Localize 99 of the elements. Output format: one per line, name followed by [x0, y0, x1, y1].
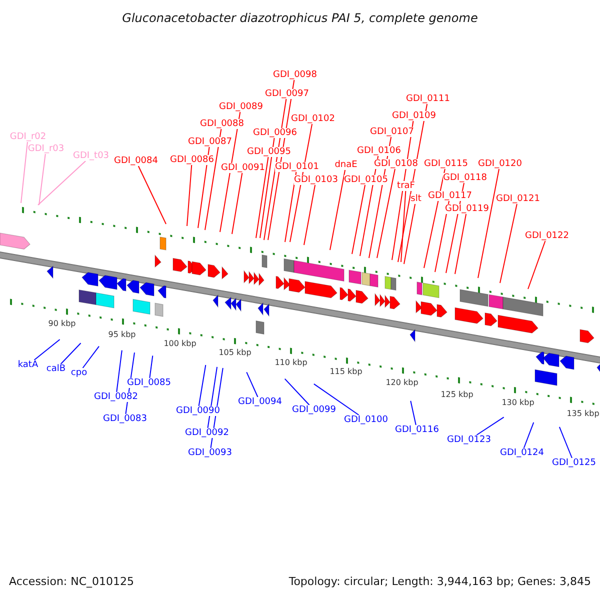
footer-text: Accession: NC_010125 — [9, 575, 134, 588]
gene-label: slt — [410, 194, 422, 204]
leader-line — [313, 383, 360, 416]
leader-line — [500, 204, 518, 284]
gene-label: GDI_0105 — [344, 175, 388, 185]
scale-label: 110 kbp — [274, 358, 308, 368]
scale-label: 100 kbp — [164, 339, 196, 349]
leader-line — [60, 342, 82, 364]
leader-line — [186, 164, 192, 226]
gene-label: GDI_0094 — [238, 397, 282, 407]
scale-label: 115 kbp — [330, 367, 362, 377]
footer-text: Topology: circular; Length: 3,944,163 bp; Genes: 3,845 — [288, 575, 591, 588]
gene-label: GDI_0124 — [500, 448, 544, 458]
leader-line — [558, 426, 572, 458]
scale-label: 125 kbp — [440, 390, 474, 400]
gene-label: GDI_0123 — [447, 435, 491, 445]
gene-label: GDI_0116 — [395, 425, 439, 435]
gene-label: GDI_0106 — [357, 146, 401, 156]
gene-label: GDI_t03 — [72, 151, 110, 161]
leader-line — [528, 240, 546, 290]
diagram-title: Gluconacetobacter diazotrophicus PAI 5, complete genome — [121, 11, 479, 25]
scale-label: 105 kbp — [218, 348, 252, 358]
gene-label: GDI_0101 — [275, 162, 319, 172]
leader-line — [376, 168, 396, 258]
leader-line — [284, 172, 297, 242]
gene-label: GDI_0097 — [265, 89, 309, 99]
gene-label: GDI_0090 — [176, 406, 220, 416]
gene-label: GDI_0117 — [428, 191, 472, 201]
gene-label: GDI_0085 — [127, 378, 171, 388]
gene-label: GDI_0089 — [219, 102, 263, 112]
leader-line — [204, 128, 222, 230]
leader-line — [38, 154, 46, 206]
gene-label: dnaE — [334, 160, 358, 170]
gene-label: GDI_0120 — [478, 159, 522, 169]
leader-line — [476, 416, 504, 436]
scale-label: 135 kbp — [566, 409, 600, 419]
gene-label: GDI_0115 — [424, 159, 468, 169]
gene-label: GDI_0091 — [221, 163, 265, 173]
gene-label: calB — [46, 364, 66, 374]
gene-label: GDI_0102 — [291, 114, 335, 124]
leader-line — [330, 170, 346, 250]
gene-label: GDI_0100 — [344, 415, 388, 425]
leader-line — [34, 338, 60, 360]
scale-label: 95 kbp — [108, 330, 136, 340]
leader-line — [434, 200, 450, 272]
gene-label: GDI_0086 — [170, 155, 214, 165]
leader-line — [424, 168, 446, 268]
gene-label: katA — [18, 360, 38, 370]
gene-label: GDI_0109 — [392, 111, 436, 121]
gene-label: GDI_0099 — [292, 405, 336, 415]
leader-line — [523, 422, 534, 448]
scale-label: 90 kbp — [48, 319, 76, 329]
gene-label: GDI_0082 — [94, 392, 138, 402]
leader-line — [352, 184, 366, 254]
gene-label: GDI_0108 — [374, 159, 418, 169]
leader-line — [478, 168, 500, 278]
leader-line — [398, 104, 428, 262]
leader-line — [404, 204, 416, 264]
leader-line — [149, 355, 154, 378]
gene-label: GDI_0088 — [200, 119, 244, 129]
gene-label: GDI_0098 — [273, 70, 317, 80]
leader-line — [198, 364, 206, 406]
gene-label: GDI_0121 — [496, 194, 540, 204]
leader-line — [256, 156, 269, 238]
scale-label: 130 kbp — [502, 398, 534, 408]
leader-line — [232, 172, 243, 234]
leader-line — [284, 378, 310, 406]
leader-line — [246, 372, 258, 398]
leader-line — [20, 142, 28, 204]
scale-label: 120 kbp — [386, 378, 418, 388]
gene-label: GDI_0125 — [552, 458, 596, 468]
gene-label: GDI_0103 — [294, 175, 338, 185]
leader-line — [260, 138, 275, 238]
gene-label: GDI_0087 — [188, 137, 232, 147]
gene-label: GDI_0111 — [406, 94, 450, 104]
gene-label: GDI_0122 — [525, 231, 569, 241]
gene-label: GDI_r03 — [28, 144, 64, 154]
leader-line — [304, 184, 316, 246]
gene-label: cpo — [70, 368, 88, 378]
gene-label: GDI_0096 — [253, 128, 297, 138]
gene-label: GDI_0118 — [443, 173, 487, 183]
gene-label: GDI_0119 — [445, 204, 489, 214]
gene-label: GDI_0092 — [185, 428, 229, 438]
leader-line — [82, 346, 100, 368]
leader-line — [290, 124, 313, 242]
gene-label: traF — [397, 181, 415, 191]
gene-label: GDI_0084 — [114, 156, 158, 166]
gene-label: GDI_0107 — [370, 127, 414, 137]
leader-line — [410, 400, 416, 426]
leader-line — [198, 146, 210, 228]
gene-label: GDI_0093 — [188, 448, 232, 458]
leader-line — [138, 166, 166, 224]
gene-label: GDI_r02 — [10, 132, 46, 142]
leader-line — [400, 190, 406, 262]
gene-label: GDI_0095 — [247, 147, 291, 157]
gene-label: GDI_0083 — [103, 414, 147, 424]
leader-line — [116, 350, 122, 392]
leader-line — [454, 214, 467, 274]
leader-line — [38, 160, 86, 206]
